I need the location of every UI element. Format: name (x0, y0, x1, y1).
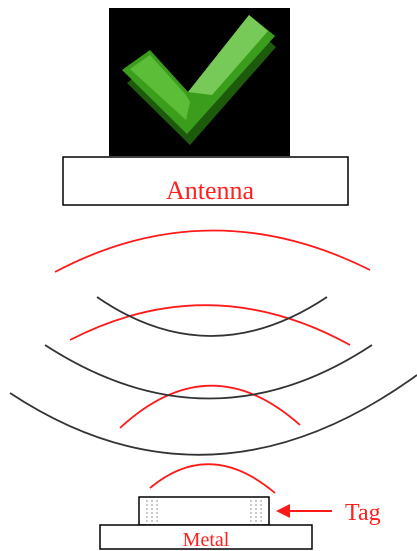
tag-label: Tag (345, 500, 381, 526)
dark-wave-1 (96, 296, 328, 337)
red-wave-3 (119, 384, 301, 429)
status-icon-group (109, 8, 290, 156)
dark-wave-3 (9, 374, 417, 456)
tag (138, 496, 270, 526)
metal-plate: Metal (99, 524, 313, 551)
checkmark-icon (122, 15, 276, 145)
wave-fronts (9, 229, 417, 494)
metal-label: Metal (183, 529, 230, 551)
antenna-box: Antenna (62, 156, 349, 206)
dark-wave-2 (44, 344, 373, 400)
red-wave-4 (149, 463, 276, 494)
red-wave-2 (69, 304, 351, 346)
tag-pointer: Tag (276, 500, 381, 526)
antenna-label: Antenna (166, 176, 255, 205)
red-wave-1 (54, 229, 371, 273)
